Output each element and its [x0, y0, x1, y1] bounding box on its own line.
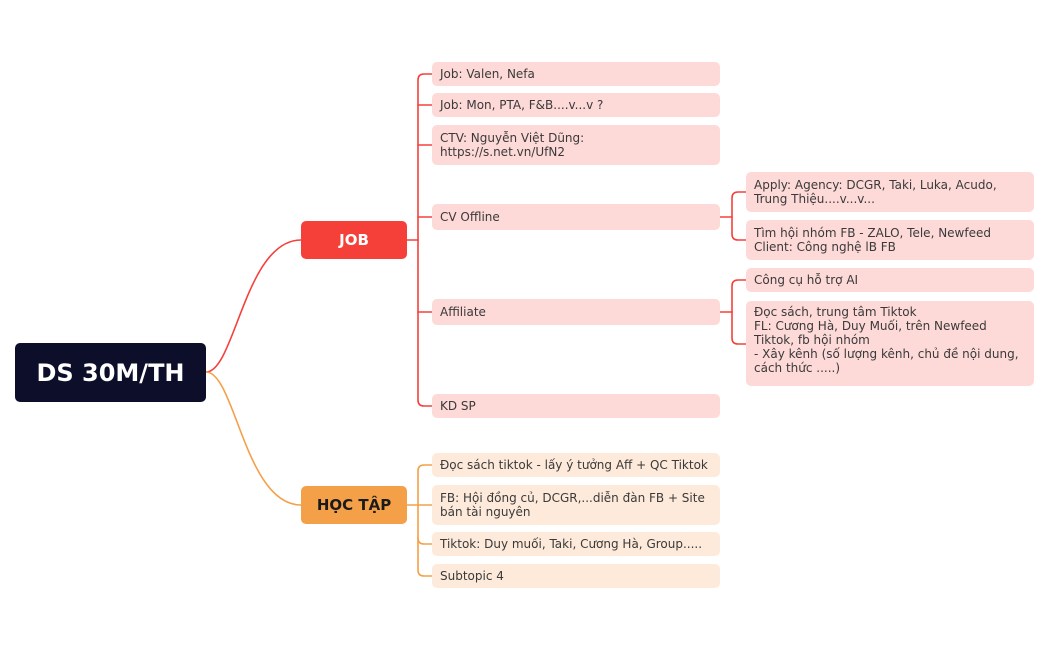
study-branch[interactable]: HỌC TẬP: [301, 486, 407, 524]
edge-job-topic-1: [417, 73, 433, 241]
job-topic-mon[interactable]: Job: Mon, PTA, F&B....v...v ?: [432, 93, 720, 117]
job-topic-valen[interactable]: Job: Valen, Nefa: [432, 62, 720, 86]
edge-study-topic-1: [417, 464, 433, 506]
aff-subtopic-tiktok[interactable]: Đọc sách, trung tâm Tiktok FL: Cương Hà,…: [746, 301, 1034, 386]
edge-study-topic-3: [417, 504, 433, 545]
edge-job-topic-6: [417, 239, 433, 407]
edge-root-job: [205, 239, 302, 373]
job-topic-affiliate[interactable]: Affiliate: [432, 299, 720, 325]
cv-subtopic-apply[interactable]: Apply: Agency: DCGR, Taki, Luka, Acudo, …: [746, 172, 1034, 212]
edge-root-study: [205, 371, 302, 506]
job-topic-cv-offline[interactable]: CV Offline: [432, 204, 720, 230]
study-topic-tiktok[interactable]: Tiktok: Duy muối, Taki, Cương Hà, Group.…: [432, 532, 720, 556]
job-topic-ctv[interactable]: CTV: Nguyễn Việt Dũng: https://s.net.vn/…: [432, 125, 720, 165]
study-topic-subtopic-4[interactable]: Subtopic 4: [432, 564, 720, 588]
edge-study-topic-4: [417, 537, 433, 577]
edge-cv-sub-2: [731, 216, 747, 241]
aff-subtopic-ai[interactable]: Công cụ hỗ trợ AI: [746, 268, 1034, 292]
job-branch[interactable]: JOB: [301, 221, 407, 259]
job-topic-kd-sp[interactable]: KD SP: [432, 394, 720, 418]
root-topic[interactable]: DS 30M/TH: [15, 343, 206, 402]
study-topic-fb[interactable]: FB: Hội đồng củ, DCGR,...diễn đàn FB + S…: [432, 485, 720, 525]
study-topic-books[interactable]: Đọc sách tiktok - lấy ý tưởng Aff + QC T…: [432, 453, 720, 477]
edge-aff-sub-1: [731, 279, 747, 313]
edge-aff-sub-2: [731, 311, 747, 345]
cv-subtopic-groups[interactable]: Tìm hội nhóm FB - ZALO, Tele, Newfeed Cl…: [746, 220, 1034, 260]
edge-cv-sub-1: [731, 191, 747, 218]
